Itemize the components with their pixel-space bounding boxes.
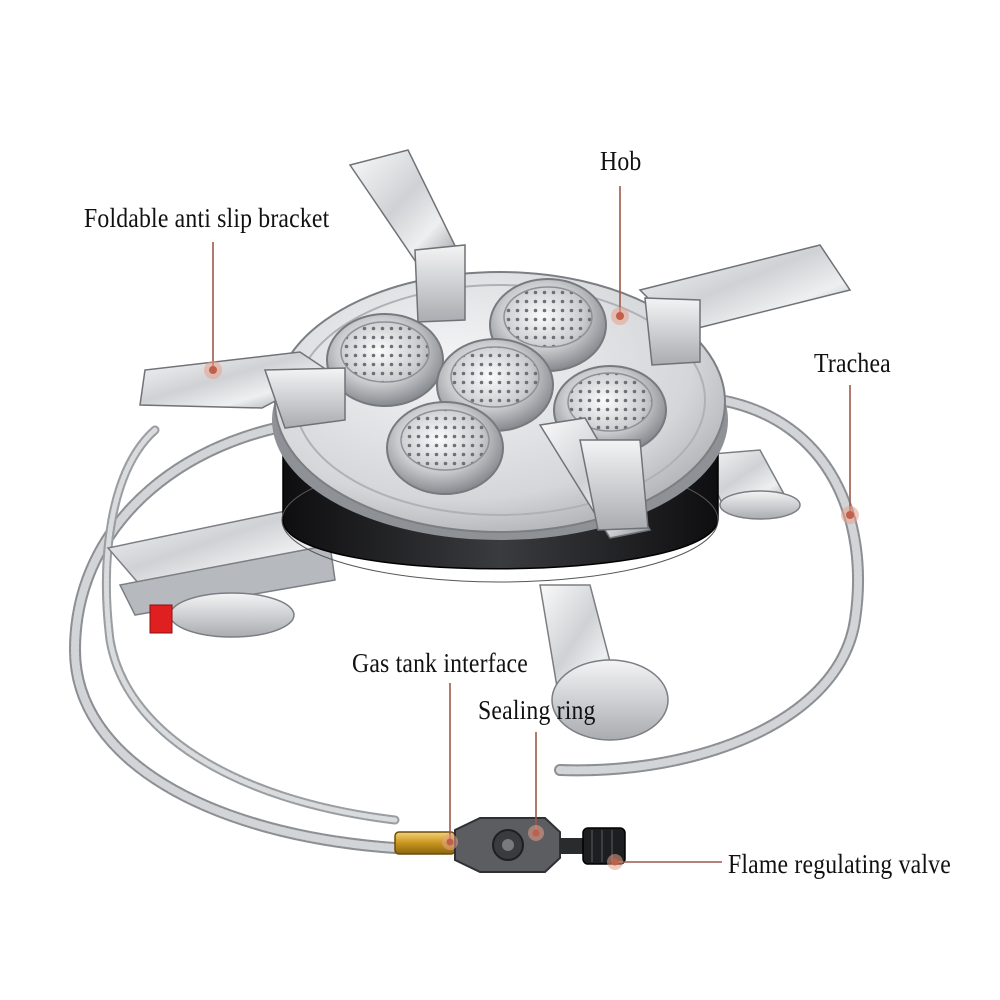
- burner: [326, 313, 444, 407]
- label-gas-tank-interface: Gas tank interface: [352, 648, 528, 678]
- annotations: [212, 186, 851, 863]
- valve-assembly: [394, 817, 626, 873]
- annotation-markers: [204, 307, 859, 870]
- label-hob: Hob: [600, 146, 642, 176]
- burner: [489, 278, 607, 372]
- gas-hose: [68, 394, 864, 854]
- label-foldable-bracket: Foldable anti slip bracket: [84, 203, 330, 233]
- label-sealing-ring: Sealing ring: [478, 695, 596, 725]
- burner: [386, 401, 504, 495]
- pot-brackets: [139, 149, 852, 539]
- label-flame-regulating-valve: Flame regulating valve: [728, 849, 951, 879]
- label-trachea: Trachea: [814, 348, 891, 378]
- stove-legs: [106, 449, 801, 741]
